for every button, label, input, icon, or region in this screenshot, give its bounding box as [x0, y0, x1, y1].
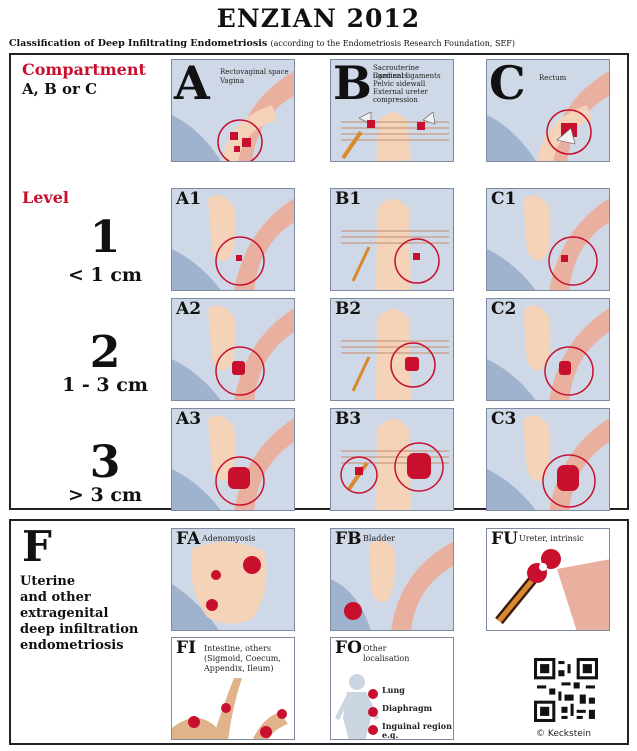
fo-item-diaphragm: Diaphragm — [382, 704, 432, 712]
panel-code-fb: FB — [335, 529, 361, 549]
panel-fi: FI Intestine, others (Sigmoid, Coecum, A… — [171, 637, 295, 740]
subtitle-source: (according to the Endometriosis Research… — [270, 39, 515, 48]
panel-fu: FU Ureter, intrinsic — [486, 528, 610, 631]
panel-label-b3: B3 — [335, 409, 361, 429]
panel-compartment-c: C Rectum — [486, 59, 610, 162]
panel-fb: FB Bladder — [330, 528, 454, 631]
panel-b-note-3: Pelvic sidewall — [373, 80, 425, 88]
panel-code-fa: FA — [176, 529, 200, 549]
panel-b3: B3 — [330, 408, 454, 511]
panel-fa-label: Adenomyosis — [202, 535, 255, 543]
panel-fa: FA Adenomyosis — [171, 528, 295, 631]
level-2-size: 1 - 3 cm — [45, 374, 165, 396]
panel-letter-b: B — [333, 60, 372, 106]
panel-c2: C2 — [486, 298, 610, 401]
panel-fb-label: Bladder — [363, 535, 395, 543]
panel-fi-label: Intestine, others (Sigmoid, Coecum, Appe… — [204, 644, 281, 674]
fo-item-inguinal: Inguinal region — [382, 722, 452, 730]
fo-item-lung: Lung — [382, 686, 405, 694]
panel-letter-c: C — [489, 60, 526, 106]
level-3-number: 3 — [55, 437, 155, 488]
panel-compartment-a: A Rectovaginal space Vagina — [171, 59, 295, 162]
panel-code-fo: FO — [335, 638, 362, 658]
panel-label-a1: A1 — [176, 189, 201, 209]
page-subtitle: Classification of Deep Infiltrating Endo… — [9, 38, 634, 49]
compartment-heading: Compartment — [22, 60, 146, 79]
fo-label-line-2: localisation — [363, 654, 409, 664]
panel-b-note-2: Cardinal ligaments — [373, 72, 441, 80]
panel-label-a2: A2 — [176, 299, 201, 319]
panel-a3: A3 — [171, 408, 295, 511]
panel-b2: B2 — [330, 298, 454, 401]
panel-a1: A1 — [171, 188, 295, 291]
panel-code-fu: FU — [491, 529, 518, 549]
subtitle-main: Classification of Deep Infiltrating Endo… — [9, 38, 267, 49]
fi-label-line-1: Intestine, others — [204, 644, 281, 654]
panel-a-note-2: Vagina — [220, 77, 244, 85]
panel-fo-label: Other localisation — [363, 644, 409, 664]
copyright: © Keckstein — [536, 729, 591, 739]
f-desc-line-4: deep infiltration — [20, 622, 170, 638]
panel-label-c3: C3 — [491, 409, 516, 429]
f-description: Uterine and other extragenital deep infi… — [20, 574, 170, 654]
panel-label-b1: B1 — [335, 189, 361, 209]
page-title: ENZIAN 2012 — [0, 4, 637, 33]
panel-a2: A2 — [171, 298, 295, 401]
panel-a-note-1: Rectovaginal space — [220, 68, 289, 76]
panel-c3: C3 — [486, 408, 610, 511]
panel-b-note-4: External ureter compression — [373, 88, 453, 104]
f-desc-line-5: endometriosis — [20, 638, 170, 654]
level-1-size: < 1 cm — [45, 264, 165, 286]
panel-label-a3: A3 — [176, 409, 201, 429]
panel-b1: B1 — [330, 188, 454, 291]
level-1-number: 1 — [55, 212, 155, 263]
panel-label-b2: B2 — [335, 299, 361, 319]
f-desc-line-3: extragenital — [20, 606, 170, 622]
panel-fu-label: Ureter, intrinsic — [519, 535, 584, 543]
panel-label-c1: C1 — [491, 189, 516, 209]
compartment-options: A, B or C — [22, 80, 97, 98]
panel-fo: FO Other localisation Lung Diaphragm Ing… — [330, 637, 454, 740]
fi-label-line-3: Appendix, Ileum) — [204, 664, 281, 674]
panel-label-c2: C2 — [491, 299, 516, 319]
panel-c1: C1 — [486, 188, 610, 291]
fo-label-line-1: Other — [363, 644, 409, 654]
f-desc-line-1: Uterine — [20, 574, 170, 590]
f-desc-line-2: and other — [20, 590, 170, 606]
panel-c-note-1: Rectum — [539, 74, 566, 82]
f-letter: F — [22, 522, 52, 571]
fi-label-line-2: (Sigmoid, Coecum, — [204, 654, 281, 664]
fo-item-eg: e.g. — [382, 731, 398, 739]
qr-code-icon — [534, 658, 598, 722]
level-3-size: > 3 cm — [45, 484, 165, 506]
panel-code-fi: FI — [176, 638, 196, 658]
level-2-number: 2 — [55, 327, 155, 378]
level-heading: Level — [22, 188, 69, 207]
panel-letter-a: A — [174, 60, 210, 106]
panel-compartment-b: B Sacrouterine ligaments Cardinal ligame… — [330, 59, 454, 162]
